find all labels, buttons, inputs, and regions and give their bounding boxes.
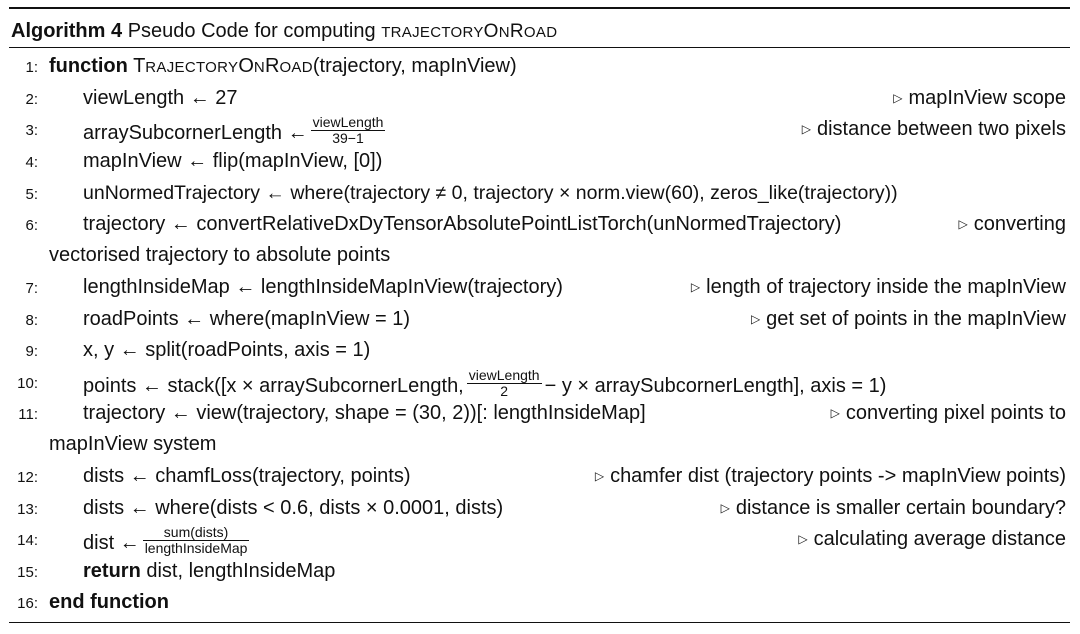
line-number: 16: <box>17 595 38 612</box>
line-comment: ▷chamfer dist (trajectory points -> mapI… <box>594 465 1066 487</box>
comment-triangle-icon: ▷ <box>958 217 968 231</box>
line-number: 4: <box>25 154 38 171</box>
line-code: trajectory ← convertRelativeDxDyTensorAb… <box>83 213 842 235</box>
line-code: mapInView ← flip(mapInView, [0]) <box>83 150 383 172</box>
code-line-6: 6: trajectory ← convertRelativeDxDyTenso… <box>0 210 1080 240</box>
line-number: 9: <box>25 343 38 360</box>
line-code: dist ←sum(dists)lengthInsideMap <box>83 524 250 556</box>
line-code: lengthInsideMap ← lengthInsideMapInView(… <box>83 276 563 298</box>
line-number: 3: <box>25 122 38 139</box>
line-comment: ▷distance between two pixels <box>801 118 1066 140</box>
line-code: roadPoints ← where(mapInView = 1) <box>83 308 411 330</box>
code-line-11-continuation: mapInView system <box>0 430 1080 460</box>
keyword-end-function: end function <box>49 591 169 613</box>
code-line-12: 12: dists ← chamfLoss(trajectory, points… <box>0 462 1080 492</box>
keyword-return: return <box>83 560 141 582</box>
line-number: 1: <box>25 59 38 76</box>
caption-rule <box>9 47 1070 48</box>
line-code: points ← stack([x × arraySubcornerLength… <box>83 367 887 399</box>
line-number: 10: <box>17 375 38 392</box>
comment-triangle-icon: ▷ <box>893 91 903 105</box>
top-rule <box>9 7 1070 9</box>
code-line-7: 7: lengthInsideMap ← lengthInsideMapInVi… <box>0 273 1080 303</box>
comment-triangle-icon: ▷ <box>594 469 605 483</box>
comment-continuation: vectorised trajectory to absolute points <box>49 244 391 266</box>
line-comment: ▷get set of points in the mapInView <box>750 308 1066 330</box>
line-number: 15: <box>17 564 38 581</box>
line-comment: ▷converting pixel points to <box>830 402 1066 424</box>
code-line-4: 4: mapInView ← flip(mapInView, [0]) <box>0 147 1080 177</box>
keyword-function: function <box>49 55 128 77</box>
code-line-6-continuation: vectorised trajectory to absolute points <box>0 241 1080 271</box>
line-number: 14: <box>17 532 38 549</box>
algorithm-caption: Algorithm 4 Pseudo Code for computing TR… <box>11 20 557 44</box>
algorithm-label: Algorithm 4 <box>11 20 123 42</box>
line-number: 12: <box>17 469 38 486</box>
comment-continuation: mapInView system <box>49 433 217 455</box>
code-line-5: 5: unNormedTrajectory ← where(trajectory… <box>0 179 1080 209</box>
comment-triangle-icon: ▷ <box>801 122 811 136</box>
line-comment: ▷mapInView scope <box>893 87 1066 109</box>
code-line-13: 13: dists ← where(dists < 0.6, dists × 0… <box>0 494 1080 524</box>
code-line-16: 16: end function <box>0 588 1080 618</box>
comment-triangle-icon: ▷ <box>720 501 730 515</box>
line-number: 8: <box>25 312 38 329</box>
code-line-1: 1: function TRAJECTORYONROAD(trajectory,… <box>0 52 1080 82</box>
line-code: trajectory ← view(trajectory, shape = (3… <box>83 402 646 424</box>
code-line-15: 15: return dist, lengthInsideMap <box>0 557 1080 587</box>
code-line-14: 14: dist ←sum(dists)lengthInsideMap ▷cal… <box>0 525 1080 556</box>
code-line-2: 2: viewLength ← 27 ▷mapInView scope <box>0 84 1080 114</box>
line-number: 13: <box>17 501 38 518</box>
function-args: (trajectory, mapInView) <box>312 55 517 77</box>
code-line-10: 10: points ← stack([x × arraySubcornerLe… <box>0 368 1080 399</box>
code-line-11: 11: trajectory ← view(trajectory, shape … <box>0 399 1080 429</box>
line-code: viewLength ← 27 <box>83 87 238 109</box>
line-comment: ▷distance is smaller certain boundary? <box>720 497 1066 519</box>
line-number: 5: <box>25 186 38 203</box>
code-line-9: 9: x, y ← split(roadPoints, axis = 1) <box>0 336 1080 366</box>
line-code: x, y ← split(roadPoints, axis = 1) <box>83 339 371 361</box>
line-code: unNormedTrajectory ← where(trajectory ≠ … <box>83 182 898 204</box>
function-name: TRAJECTORYONROAD <box>133 55 313 77</box>
line-number: 11: <box>18 406 38 423</box>
code-line-8: 8: roadPoints ← where(mapInView = 1) ▷ge… <box>0 305 1080 335</box>
line-code: dists ← chamfLoss(trajectory, points) <box>83 465 411 487</box>
line-comment: ▷length of trajectory inside the mapInVi… <box>690 276 1066 298</box>
line-number: 2: <box>25 91 38 108</box>
bottom-rule <box>9 622 1070 623</box>
caption-text: Pseudo Code for computing <box>127 20 376 42</box>
comment-triangle-icon: ▷ <box>798 532 808 546</box>
line-number: 6: <box>25 217 38 234</box>
line-code: dists ← where(dists < 0.6, dists × 0.000… <box>83 497 504 519</box>
comment-triangle-icon: ▷ <box>830 406 840 420</box>
line-comment: ▷converting <box>958 213 1066 235</box>
caption-name: TRAJECTORYONROAD <box>381 21 558 42</box>
line-code: return dist, lengthInsideMap <box>83 560 336 582</box>
fraction: sum(dists)lengthInsideMap <box>142 524 250 556</box>
line-number: 7: <box>25 280 38 297</box>
comment-triangle-icon: ▷ <box>750 312 761 326</box>
line-comment: ▷calculating average distance <box>798 528 1066 550</box>
line-code: function TRAJECTORYONROAD(trajectory, ma… <box>49 55 517 78</box>
comment-triangle-icon: ▷ <box>690 280 701 294</box>
